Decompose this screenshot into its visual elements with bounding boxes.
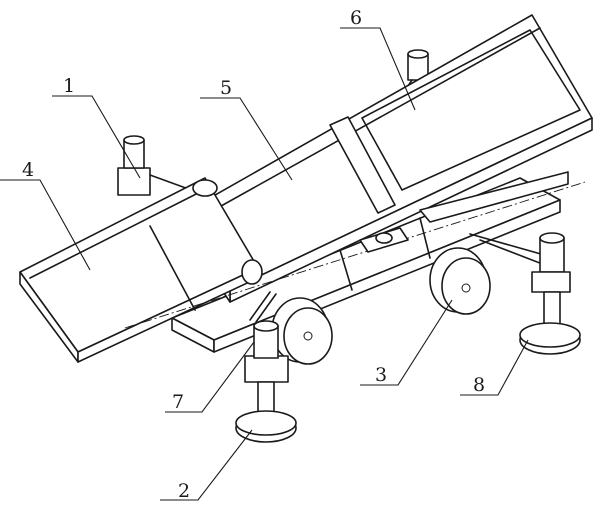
callout-7: 7 xyxy=(172,391,184,413)
front-jack xyxy=(235,320,297,443)
rear-post xyxy=(117,135,206,196)
leader-lines xyxy=(0,27,529,501)
callout-1: 1 xyxy=(63,75,75,97)
lower-conveyor xyxy=(19,177,263,363)
callout-3: 3 xyxy=(375,364,387,386)
upper-conveyor xyxy=(179,14,593,303)
callout-8: 8 xyxy=(473,374,485,396)
callouts: 1 2 3 4 5 6 7 8 xyxy=(22,7,485,502)
hydraulic-arm xyxy=(249,171,569,323)
callout-2: 2 xyxy=(178,480,190,502)
wheel-rear xyxy=(429,247,491,315)
callout-4: 4 xyxy=(22,159,34,181)
callout-6: 6 xyxy=(350,7,362,29)
rear-jack xyxy=(519,232,581,355)
callout-5: 5 xyxy=(220,77,232,99)
centre-line xyxy=(124,181,586,329)
wheel-front xyxy=(271,297,333,365)
